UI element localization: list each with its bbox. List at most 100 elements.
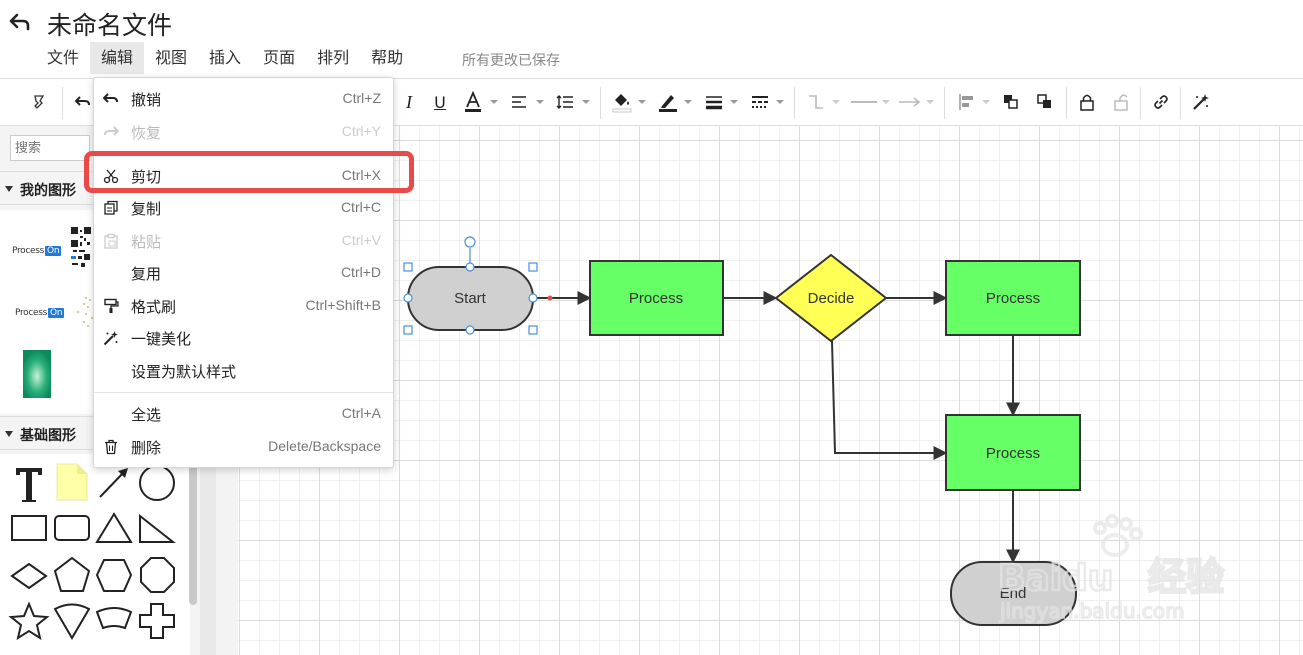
rotate-handle[interactable]	[464, 236, 476, 248]
right-triangle-shape-icon[interactable]	[139, 513, 176, 543]
menu-item-label: 删除	[131, 439, 162, 457]
chevron-down-icon[interactable]	[982, 100, 990, 104]
node-process-1[interactable]: Process	[589, 260, 724, 336]
menu-edit[interactable]: 编辑	[90, 42, 145, 74]
qr-code-icon[interactable]	[70, 226, 92, 272]
underline-icon[interactable]: U	[434, 92, 446, 112]
italic-icon[interactable]: I	[406, 91, 412, 112]
node-process-2[interactable]: Process	[945, 260, 1081, 336]
lock-icon[interactable]	[1076, 89, 1098, 115]
menu-arrange[interactable]: 排列	[317, 48, 350, 67]
rounded-rectangle-shape-icon[interactable]	[54, 515, 90, 541]
banner-shape-icon[interactable]	[95, 607, 133, 630]
logo-badge: On	[45, 246, 62, 256]
diagram-canvas[interactable]	[216, 126, 1303, 655]
fill-color-icon[interactable]	[610, 89, 634, 115]
resize-handle[interactable]	[403, 262, 413, 272]
green-gradient-image[interactable]	[23, 350, 51, 398]
rectangle-shape-icon[interactable]	[11, 515, 47, 541]
panel-scrollbar[interactable]	[189, 455, 197, 605]
star-shape-icon[interactable]	[8, 601, 50, 641]
align-objects-icon[interactable]	[956, 89, 978, 115]
menu-item-redo[interactable]: 恢复 Ctrl+Y	[94, 116, 393, 148]
menu-help[interactable]: 帮助	[371, 48, 404, 67]
chevron-down-icon[interactable]	[638, 100, 646, 104]
connection-point[interactable]	[547, 295, 553, 301]
menu-item-select-all[interactable]: 全选 Ctrl+A	[94, 398, 393, 430]
menu-item-duplicate[interactable]: 复用 Ctrl+D	[94, 257, 393, 289]
resize-handle[interactable]	[528, 325, 538, 335]
menu-item-delete[interactable]: 删除 Delete/Backspace	[94, 431, 393, 463]
node-decide-label: Decide	[808, 290, 855, 307]
menu-page[interactable]: 页面	[263, 48, 296, 67]
chevron-down-icon[interactable]	[882, 100, 890, 104]
chevron-down-icon[interactable]	[776, 100, 784, 104]
resize-handle[interactable]	[403, 325, 413, 335]
menu-insert[interactable]: 插入	[209, 48, 242, 67]
document-title[interactable]: 未命名文件	[47, 11, 173, 40]
menu-view[interactable]: 视图	[155, 48, 188, 67]
resize-handle[interactable]	[403, 293, 413, 303]
node-start[interactable]: Start	[407, 266, 534, 331]
line-color-icon[interactable]	[656, 89, 680, 115]
chevron-down-icon[interactable]	[536, 100, 544, 104]
arrow-line-shape-icon[interactable]	[99, 468, 128, 498]
line-width-icon[interactable]	[702, 89, 726, 115]
chevron-down-icon[interactable]	[832, 100, 840, 104]
diamond-shape-icon[interactable]	[10, 562, 48, 590]
unlock-icon[interactable]	[1110, 89, 1132, 115]
toolbar-divider	[62, 87, 63, 119]
line-style-icon[interactable]	[748, 89, 772, 115]
selection-handles[interactable]	[403, 236, 538, 335]
menu-item-copy[interactable]: 复制 Ctrl+C	[94, 192, 393, 224]
menu-item-cut[interactable]: 剪切 Ctrl+X	[94, 160, 393, 192]
menu-item-beautify[interactable]: 一键美化	[94, 322, 393, 354]
resize-handle[interactable]	[528, 293, 538, 303]
shape-search-input[interactable]	[10, 135, 90, 161]
back-arrow-icon[interactable]	[8, 10, 32, 34]
menu-item-paste[interactable]: 粘贴 Ctrl+V	[94, 225, 393, 257]
chevron-down-icon[interactable]	[730, 100, 738, 104]
connector-type-icon[interactable]	[804, 89, 828, 115]
line-spacing-icon[interactable]	[554, 89, 576, 115]
chevron-down-icon[interactable]	[490, 100, 498, 104]
beautify-icon[interactable]	[1190, 89, 1212, 115]
resize-handle[interactable]	[465, 262, 475, 272]
arrow-style-icon[interactable]	[896, 89, 924, 115]
save-status: 所有更改已保存	[462, 53, 560, 69]
chevron-down-icon[interactable]	[582, 100, 590, 104]
format-painter-icon[interactable]	[28, 89, 50, 115]
node-end[interactable]: End	[950, 561, 1077, 626]
menu-item-set-default-style[interactable]: 设置为默认样式	[94, 355, 393, 387]
bring-front-icon[interactable]	[1000, 89, 1022, 115]
funnel-shape-icon[interactable]	[53, 603, 91, 640]
chevron-down-icon[interactable]	[926, 100, 934, 104]
chevron-down-icon[interactable]	[684, 100, 692, 104]
hexagon-shape-icon[interactable]	[95, 559, 133, 592]
menu-item-label: 复制	[131, 200, 162, 218]
text-shape-icon[interactable]	[16, 468, 42, 502]
menu-item-shortcut: Delete/Backspace	[268, 438, 381, 454]
send-back-icon[interactable]	[1034, 89, 1056, 115]
node-decide[interactable]: Decide	[774, 253, 888, 343]
connector-decide-to-lower-process[interactable]	[831, 340, 948, 460]
menu-item-format-painter[interactable]: 格式刷 Ctrl+Shift+B	[94, 290, 393, 322]
menu-item-undo[interactable]: 撤销 Ctrl+Z	[94, 83, 393, 115]
cross-shape-icon[interactable]	[139, 603, 175, 639]
node-process-3[interactable]: Process	[945, 414, 1081, 491]
pentagon-shape-icon[interactable]	[53, 556, 91, 592]
link-icon[interactable]	[1150, 89, 1172, 115]
align-icon[interactable]	[508, 89, 530, 115]
line-end-icon[interactable]	[848, 89, 880, 115]
dotted-pattern-icon[interactable]	[74, 294, 98, 330]
note-shape-icon[interactable]	[56, 463, 88, 501]
triangle-shape-icon[interactable]	[95, 512, 133, 543]
resize-handle[interactable]	[465, 325, 475, 335]
menu-file[interactable]: 文件	[47, 48, 80, 67]
octagon-shape-icon[interactable]	[140, 557, 175, 593]
font-color-icon[interactable]	[462, 89, 484, 115]
undo-icon[interactable]	[72, 89, 94, 115]
resize-handle[interactable]	[528, 262, 538, 272]
